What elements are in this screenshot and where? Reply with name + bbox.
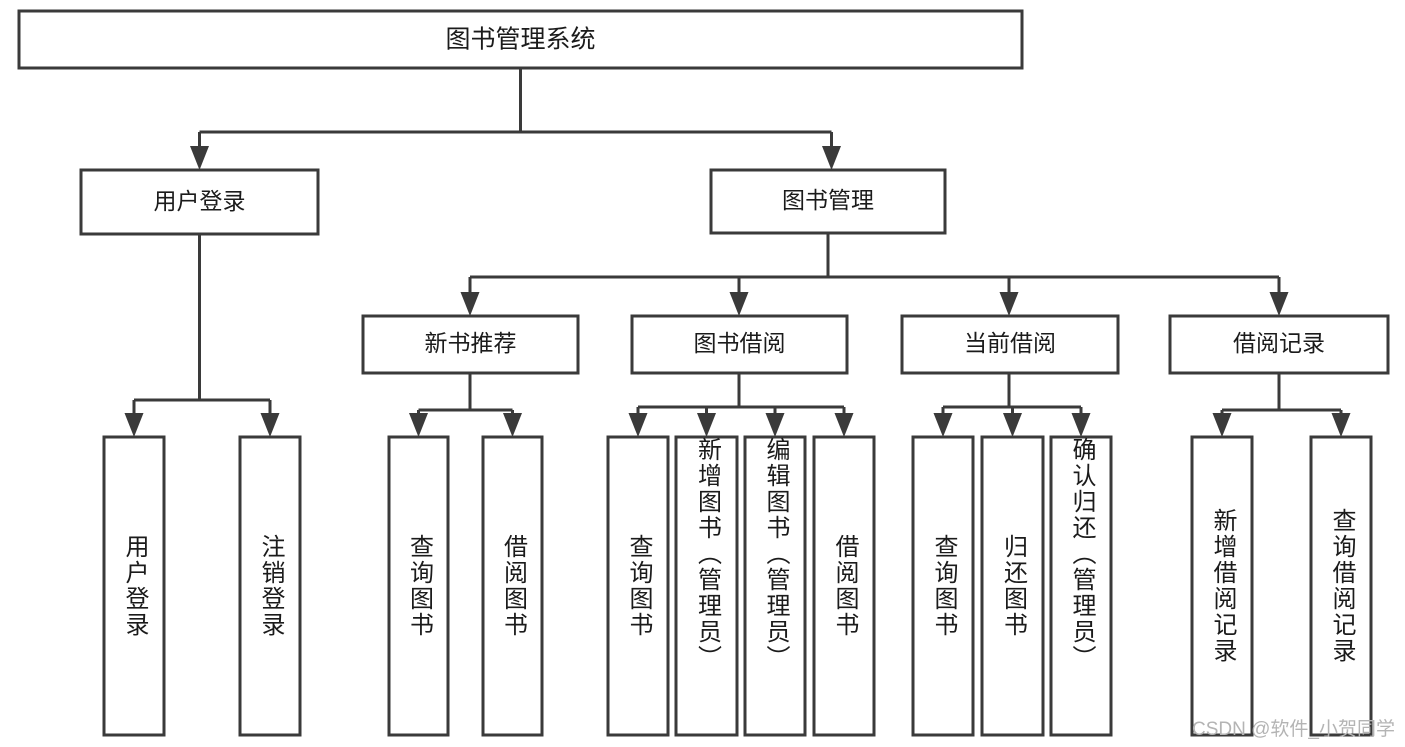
book-manage-box[interactable]: [709, 168, 947, 235]
leaf-borrow-book-2-box[interactable]: [812, 435, 876, 737]
leaf-edit-book-box[interactable]: [743, 435, 807, 737]
leaf-query-book-2-box[interactable]: [606, 435, 670, 737]
edges-user-login-to-leaves: [124, 234, 280, 437]
arrowhead-leaf-user-logout: [260, 413, 280, 437]
user-login-label: 用户登录: [154, 188, 246, 214]
node-book-manage[interactable]: 图书管理: [709, 168, 947, 235]
edges-root-to-level2: [190, 68, 841, 170]
arrowhead-new-book-recommend: [460, 292, 480, 316]
arrowhead-leaf-user-login: [124, 413, 144, 437]
arrowhead-leaf-add-record: [1212, 413, 1232, 437]
leaf-query-book-1-box[interactable]: [387, 435, 450, 737]
leaf-query-book-3-box[interactable]: [911, 435, 975, 737]
arrowhead-leaf-query-record: [1331, 413, 1351, 437]
arrowhead-leaf-query-book-2: [628, 413, 648, 437]
edges-borrow-record-to-leaves: [1212, 373, 1351, 437]
arrowhead-leaf-add-book: [697, 413, 716, 437]
node-current-borrow[interactable]: 当前借阅: [900, 314, 1120, 375]
arrowhead-book-manage: [822, 146, 841, 170]
node-borrow-record[interactable]: 借阅记录: [1168, 314, 1390, 375]
root-box[interactable]: [17, 9, 1024, 70]
leaf-confirm-return-box[interactable]: [1049, 435, 1113, 737]
current-borrow-label: 当前借阅: [964, 330, 1056, 356]
leaf-borrow-book-1-box[interactable]: [481, 435, 544, 737]
leaf-query-record-box[interactable]: [1309, 435, 1373, 737]
arrowhead-leaf-query-book-1: [409, 413, 428, 437]
edges-new-book-recommend-to-leaves: [409, 373, 522, 437]
arrowhead-leaf-confirm-return: [1071, 413, 1091, 437]
leaf-add-book-box[interactable]: [674, 435, 739, 737]
arrowhead-leaf-return-book: [1003, 413, 1022, 437]
new-book-recommend-box[interactable]: [361, 314, 580, 375]
borrow-record-box[interactable]: [1168, 314, 1390, 375]
edges-current-borrow-to-leaves: [933, 373, 1091, 437]
edges-book-manage-to-level3: [460, 233, 1289, 316]
book-manage-label: 图书管理: [782, 187, 874, 213]
arrowhead-leaf-borrow-book-1: [503, 413, 522, 437]
book-borrow-box[interactable]: [630, 314, 849, 375]
arrowhead-user-login: [190, 146, 209, 170]
book-borrow-label: 图书借阅: [694, 330, 786, 356]
arrowhead-leaf-edit-book: [765, 413, 785, 437]
user-login-box[interactable]: [79, 168, 320, 236]
borrow-record-label: 借阅记录: [1233, 330, 1325, 356]
node-book-borrow[interactable]: 图书借阅: [630, 314, 849, 375]
arrowhead-borrow-record: [1269, 292, 1289, 316]
leaf-user-login-box[interactable]: [102, 435, 166, 737]
node-user-login[interactable]: 用户登录: [79, 168, 320, 236]
arrowhead-leaf-borrow-book-2: [834, 413, 854, 437]
new-book-recommend-label: 新书推荐: [425, 330, 517, 356]
arrowhead-book-borrow: [729, 292, 749, 316]
node-new-book-recommend[interactable]: 新书推荐: [361, 314, 580, 375]
leaf-user-logout-box[interactable]: [238, 435, 302, 737]
leaf-boxes: [102, 435, 1373, 737]
arrowhead-current-borrow: [999, 292, 1019, 316]
root-label: 图书管理系统: [445, 26, 595, 54]
edges-book-borrow-to-leaves: [628, 373, 854, 437]
arrowhead-leaf-query-book-3: [933, 413, 953, 437]
current-borrow-box[interactable]: [900, 314, 1120, 375]
node-root[interactable]: 图书管理系统: [17, 9, 1024, 70]
leaf-return-book-box[interactable]: [980, 435, 1045, 737]
leaf-add-record-box[interactable]: [1190, 435, 1254, 737]
